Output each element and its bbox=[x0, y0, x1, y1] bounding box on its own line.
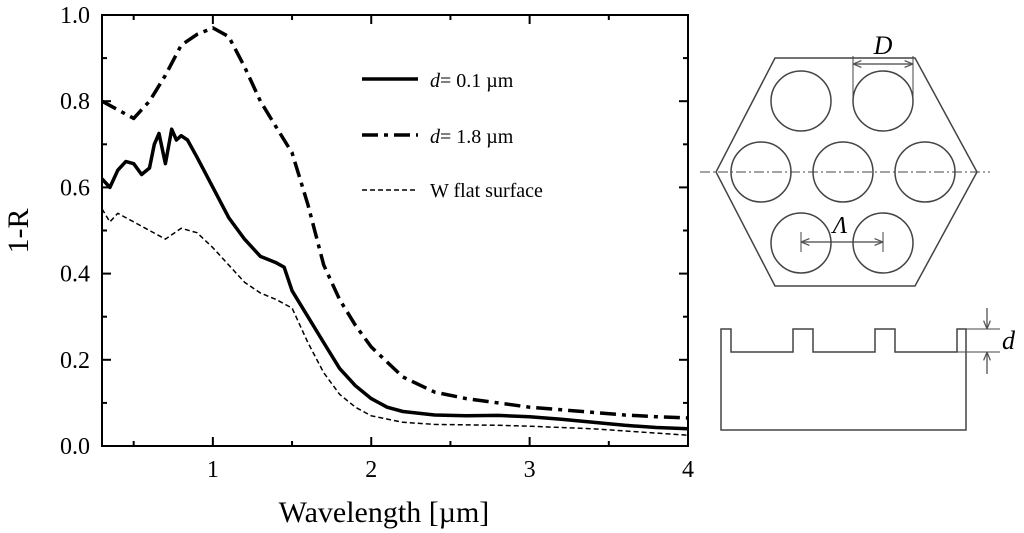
y-tick-label: 0.6 bbox=[60, 175, 90, 201]
y-tick-label: 1.0 bbox=[60, 3, 90, 29]
series-line-2 bbox=[101, 26, 689, 420]
axis-ticks bbox=[102, 14, 689, 447]
series-layer bbox=[100, 26, 689, 436]
hole-circle bbox=[852, 70, 914, 132]
cross-section-outline bbox=[720, 328, 967, 431]
legend-label-series-1-rest: = 0.1 µm bbox=[440, 70, 514, 92]
legend-label-series-1: d= 0.1 µm bbox=[430, 70, 514, 92]
legend-label-series-2-rest: = 1.8 µm bbox=[440, 126, 514, 148]
chart: 1 2 3 4 0.0 0.2 0.4 0.6 0.8 1.0 1-R Wavelength [µ… bbox=[2, 3, 694, 529]
axis-tick-labels: 1 2 3 4 0.0 0.2 0.4 0.6 0.8 1.0 bbox=[60, 3, 694, 483]
y-axis-label: 1-R bbox=[2, 209, 35, 254]
y-tick-label: 0.0 bbox=[60, 434, 90, 460]
y-tick-label: 0.2 bbox=[60, 348, 90, 374]
x-tick-label: 2 bbox=[365, 457, 377, 483]
legend-label-series-2-italic: d bbox=[430, 126, 441, 148]
x-axis-label: Wavelength [µm] bbox=[279, 496, 490, 529]
top-view-diagram bbox=[700, 56, 990, 287]
side-view-diagram bbox=[720, 308, 1000, 431]
legend-label-series-2: d= 1.8 µm bbox=[430, 126, 514, 148]
legend: d= 0.1 µm d= 1.8 µm W flat surface bbox=[362, 70, 543, 202]
hole-circle bbox=[730, 141, 792, 203]
series-line-3 bbox=[101, 208, 689, 436]
y-tick-label: 0.4 bbox=[60, 262, 90, 288]
depth-label: d bbox=[1002, 326, 1016, 355]
diameter-label: D bbox=[873, 31, 893, 60]
y-tick-label: 0.8 bbox=[60, 89, 90, 115]
legend-label-series-1-italic: d bbox=[430, 70, 441, 92]
legend-label-series-3: W flat surface bbox=[430, 180, 543, 202]
x-tick-label: 3 bbox=[524, 457, 536, 483]
hole-circle bbox=[770, 70, 832, 132]
hexagon-outline bbox=[715, 57, 978, 287]
x-tick-label: 1 bbox=[207, 457, 219, 483]
x-tick-label: 4 bbox=[682, 457, 694, 483]
period-label: Λ bbox=[831, 213, 848, 239]
hole-circle bbox=[894, 141, 956, 203]
hole-circle bbox=[812, 141, 874, 203]
series-line-1 bbox=[100, 127, 689, 431]
